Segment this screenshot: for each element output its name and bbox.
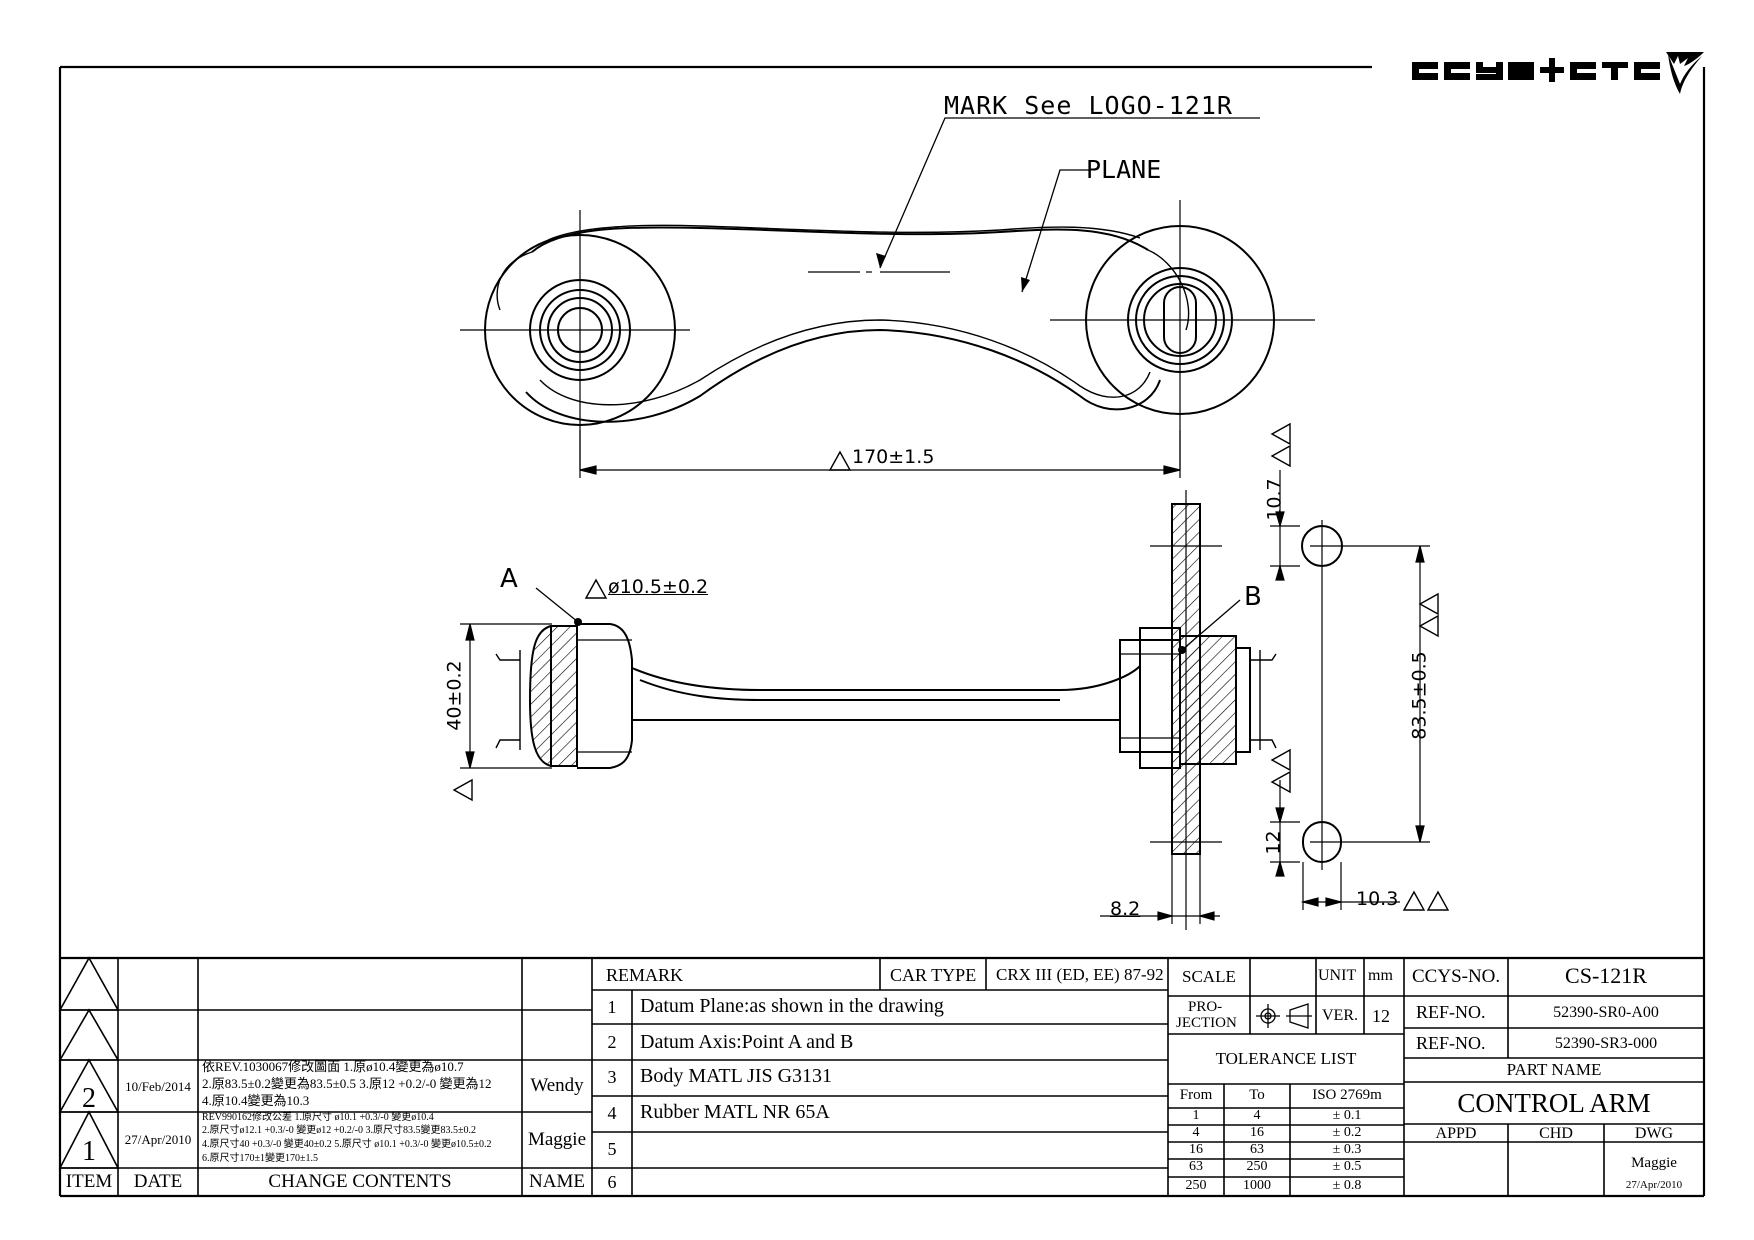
tol-from-5: 250: [1185, 1178, 1207, 1193]
part-name-value: CONTROL ARM: [1457, 1088, 1651, 1118]
tol-to-3: 63: [1250, 1142, 1264, 1157]
tol-from-4: 63: [1189, 1159, 1203, 1174]
rev-line-1-3: 4.原尺寸40 +0.3/-0 變更40±0.2 5.原尺寸 ø10.1 +0.…: [202, 1139, 492, 1150]
rev-item-2: 2: [82, 1083, 96, 1114]
dim-hole-offset-top: 10.7: [1263, 478, 1286, 521]
scale-label: SCALE: [1182, 967, 1236, 986]
tol-val-2: ± 0.2: [1332, 1125, 1362, 1140]
appd-label: APPD: [1435, 1125, 1477, 1142]
tol-to-1: 4: [1253, 1108, 1261, 1123]
tol-from-1: 1: [1192, 1108, 1200, 1123]
dim-hole-spacing: 83.5±0.5: [1408, 651, 1431, 740]
ver-label: VER.: [1322, 1007, 1358, 1024]
remark-text-2: Datum Axis:Point A and B: [640, 1031, 854, 1053]
tolerance-header-iso: ISO 2769m: [1312, 1087, 1382, 1103]
dim-bore-diameter: ø10.5±0.2: [608, 576, 709, 598]
remark-header: REMARK: [606, 965, 684, 985]
unit-label: UNIT: [1318, 967, 1357, 984]
remark-no-2: 2: [607, 1032, 617, 1052]
tol-from-2: 4: [1192, 1125, 1200, 1140]
tolerance-header-to: To: [1249, 1087, 1265, 1103]
tol-val-1: ± 0.1: [1332, 1108, 1362, 1123]
part-name-label: PART NAME: [1506, 1060, 1602, 1079]
dwg-date: 27/Apr/2010: [1625, 1179, 1683, 1191]
tol-val-4: ± 0.5: [1332, 1159, 1362, 1174]
tol-to-4: 250: [1246, 1159, 1268, 1174]
rev-name-2: Wendy: [530, 1075, 584, 1096]
rev-header-date: DATE: [133, 1171, 183, 1192]
remark-no-3: 3: [607, 1067, 617, 1087]
car-type-label: CAR TYPE: [890, 965, 977, 985]
remark-text-1: Datum Plane:as shown in the drawing: [640, 995, 944, 1017]
tol-to-2: 16: [1250, 1125, 1264, 1140]
dim-plate-thickness: 8.2: [1110, 898, 1141, 920]
tol-val-5: ± 0.8: [1332, 1178, 1362, 1193]
callout-leaders: [535, 117, 1260, 651]
remark-text-3: Body MATL JIS G3131: [640, 1065, 833, 1087]
company-logo: [1408, 50, 1708, 98]
ref-no-label-2: REF-NO.: [1416, 1033, 1486, 1053]
ref-no-label-1: REF-NO.: [1416, 1002, 1486, 1022]
border: [58, 65, 1706, 1198]
rev-date-1: 27/Apr/2010: [124, 1132, 192, 1147]
rev-name-1: Maggie: [527, 1129, 587, 1150]
datum-b-label: B: [1244, 582, 1262, 612]
tolerance-triangles: [452, 422, 1450, 911]
ccys-no-value: CS-121R: [1565, 963, 1647, 988]
dwg-name: Maggie: [1631, 1155, 1677, 1171]
datum-dots: [574, 618, 1186, 654]
chd-label: CHD: [1539, 1125, 1573, 1142]
remark-no-4: 4: [607, 1103, 617, 1123]
projection-label-2: JECTION: [1176, 1015, 1237, 1031]
projection-label-1: PRO-: [1188, 999, 1223, 1015]
rev-header-contents: CHANGE CONTENTS: [268, 1171, 452, 1192]
tol-from-3: 16: [1189, 1142, 1203, 1157]
rev-header-name: NAME: [529, 1171, 585, 1192]
ccys-no-label: CCYS-NO.: [1412, 966, 1501, 987]
tol-to-5: 1000: [1243, 1178, 1271, 1193]
dwg-label: DWG: [1634, 1125, 1674, 1142]
tol-val-3: ± 0.3: [1332, 1142, 1362, 1157]
callout-arrowheads: [876, 253, 1030, 292]
ref-no-value-1: 52390-SR0-A00: [1553, 1004, 1659, 1021]
rev-line-2-2: 2.原83.5±0.2變更為83.5±0.5 3.原12 +0.2/-0 變更為…: [202, 1076, 492, 1091]
unit-value: mm: [1368, 967, 1393, 984]
projection-symbol: [1256, 1003, 1312, 1029]
plane-callout: PLANE: [1086, 155, 1162, 184]
dim-170: [579, 430, 1181, 478]
side-dims: [460, 470, 1430, 924]
side-view: [495, 503, 1277, 855]
dim-center-distance: 170±1.5: [852, 446, 935, 468]
rev-line-1-4: 6.原尺寸170±1變更170±1.5: [202, 1153, 318, 1164]
rev-line-1-1: REV990162修改公差 1.原尺寸 ø10.1 +0.3/-0 變更ø10.…: [202, 1112, 434, 1123]
rev-line-2-1: 依REV.1030067修改圖面 1.原ø10.4變更為ø10.7: [202, 1059, 464, 1074]
tolerance-header-from: From: [1179, 1087, 1213, 1103]
top-view-centerlines: [460, 200, 1315, 470]
mark-callout: MARK See LOGO-121R: [944, 91, 1233, 120]
remark-no-6: 6: [607, 1172, 617, 1192]
side-holes: [1301, 525, 1343, 863]
remark-no-1: 1: [607, 997, 617, 1017]
remark-text-4: Rubber MATL NR 65A: [640, 1101, 830, 1123]
rev-line-2-3: 4.原10.4變更為10.3: [202, 1093, 310, 1108]
dim-hole-height: 12: [1262, 830, 1285, 855]
rev-item-1: 1: [82, 1136, 96, 1167]
ver-value: 12: [1372, 1006, 1390, 1026]
tolerance-title: TOLERANCE LIST: [1215, 1049, 1357, 1068]
remark-no-5: 5: [607, 1139, 617, 1159]
dim-hole-width: 10.3: [1356, 888, 1399, 910]
table-grid: [58, 956, 1704, 1196]
rev-header-item: ITEM: [65, 1171, 113, 1192]
dim-bushing-width: 40±0.2: [443, 660, 466, 731]
rev-date-2: 10/Feb/2014: [125, 1079, 191, 1094]
side-view-centerlines: [1150, 490, 1380, 930]
datum-a-label: A: [500, 564, 518, 594]
ref-no-value-2: 52390-SR3-000: [1554, 1035, 1658, 1052]
rev-line-1-2: 2.原尺寸ø12.1 +0.3/-0 變更ø12 +0.2/-0 3.原尺寸83…: [202, 1125, 476, 1136]
car-type-value: CRX III (ED, EE) 87-92: [996, 965, 1164, 984]
